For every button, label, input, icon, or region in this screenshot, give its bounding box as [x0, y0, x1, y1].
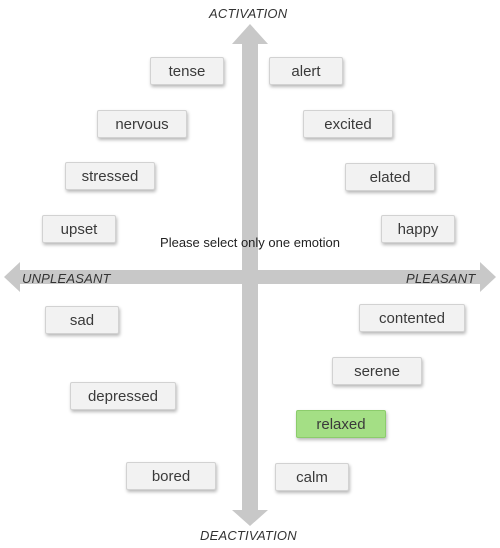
- emotion-sad[interactable]: sad: [45, 306, 119, 334]
- instruction-text: Please select only one emotion: [160, 235, 340, 250]
- emotion-nervous[interactable]: nervous: [97, 110, 187, 138]
- emotion-happy[interactable]: happy: [381, 215, 455, 243]
- axis-label-deactivation: DEACTIVATION: [200, 528, 297, 543]
- emotion-relaxed[interactable]: relaxed: [296, 410, 386, 438]
- emotion-upset[interactable]: upset: [42, 215, 116, 243]
- axis-label-pleasant: PLEASANT: [406, 271, 476, 286]
- emotion-serene[interactable]: serene: [332, 357, 422, 385]
- axis-label-activation: ACTIVATION: [209, 6, 288, 21]
- emotion-excited[interactable]: excited: [303, 110, 393, 138]
- axis-label-unpleasant: UNPLEASANT: [22, 271, 111, 286]
- emotion-elated[interactable]: elated: [345, 163, 435, 191]
- emotion-alert[interactable]: alert: [269, 57, 343, 85]
- emotion-tense[interactable]: tense: [150, 57, 224, 85]
- emotion-depressed[interactable]: depressed: [70, 382, 176, 410]
- emotion-stressed[interactable]: stressed: [65, 162, 155, 190]
- horizontal-axis-arrow: [4, 262, 496, 292]
- emotion-bored[interactable]: bored: [126, 462, 216, 490]
- emotion-calm[interactable]: calm: [275, 463, 349, 491]
- emotion-contented[interactable]: contented: [359, 304, 465, 332]
